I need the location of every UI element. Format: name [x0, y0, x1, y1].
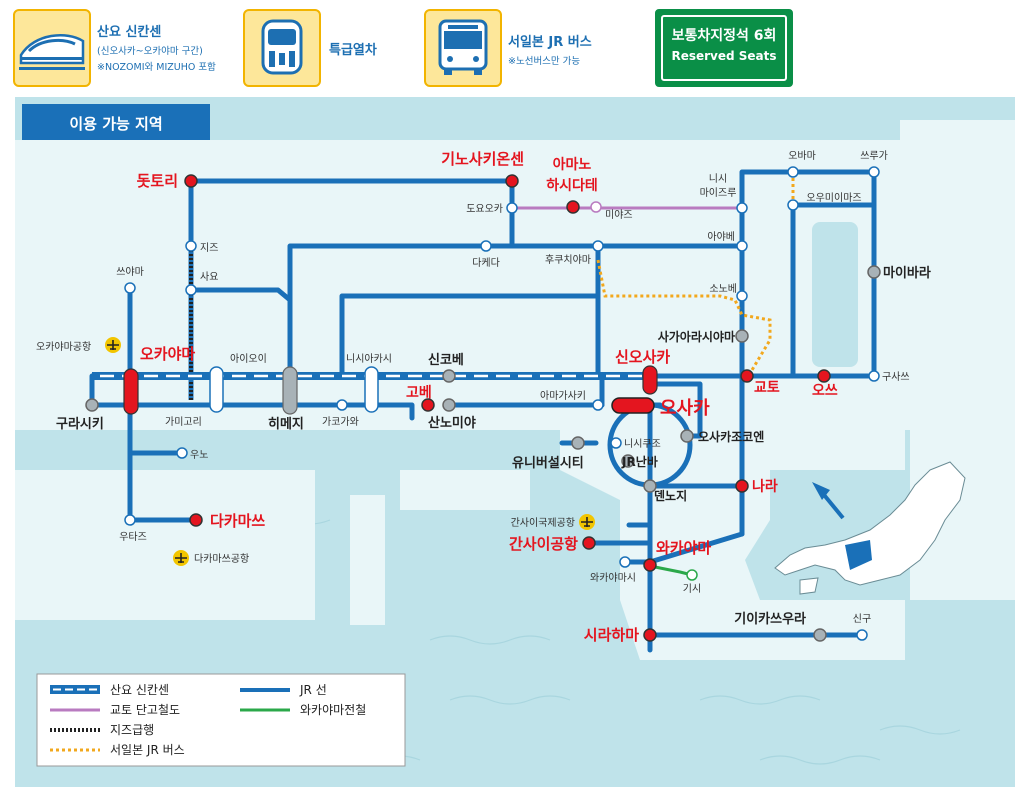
station-label-shirahama: 시라하마 [584, 626, 639, 644]
station-label-kurashiki: 구라시키 [56, 416, 104, 432]
legend-chizu: 지즈급행 [110, 722, 154, 737]
osaka-capsule [611, 397, 655, 414]
station-label-jrnamba: JR난바 [621, 454, 658, 469]
station-label-tennoji: 덴노지 [654, 488, 687, 503]
legend-wakayama: 와카야마전철 [300, 703, 366, 717]
station-label-osaka: 오사카 [660, 398, 710, 419]
legend-tango: 교토 단고철도 [110, 703, 180, 717]
station-label-shinkobe: 신코베 [428, 353, 464, 368]
okayama-capsule [123, 368, 139, 415]
bus-title: 서일본 JR 버스 [508, 35, 592, 50]
station-label-sannomiya: 산노미야 [428, 415, 476, 431]
station-label-kyoto: 교토 [754, 380, 780, 396]
station-label-tsuruga: 쓰루가 [860, 150, 888, 162]
station-label-kansai-airport-full: 간사이국제공항 [511, 517, 575, 529]
station-label-kinosaki: 기노사키온센 [441, 150, 524, 168]
station-label-shingu: 신구 [853, 613, 871, 625]
station-label-hashidate: 하시다테 [546, 177, 598, 194]
station-label-utazu: 우타즈 [119, 531, 147, 543]
station-label-saga: 사가아라시야마 [658, 329, 735, 344]
station-label-himeji: 히메지 [268, 416, 304, 432]
okayama-airport-icon [105, 337, 121, 353]
station-label-toyooka: 도요오카 [466, 203, 503, 215]
shinosaka-capsule [642, 365, 658, 395]
area-title: 이용 가능 지역 [69, 115, 162, 133]
station-label-okayama: 오카야마 [140, 345, 195, 363]
station-labels: 돗토리 기노사키온센 아마노 하시다테 오바마 쓰루가 니시 마이즈루 오우미이… [36, 150, 931, 644]
station-label-nishiakashi: 니시아카시 [346, 353, 392, 365]
bus-route-line [596, 259, 772, 371]
express-badge [243, 9, 321, 87]
shinkansen-title: 산요 신칸센 [97, 25, 162, 40]
aioi-capsule [209, 366, 224, 413]
station-label-wakayama: 와카야마 [656, 539, 711, 557]
station-label-takeda: 다케다 [472, 257, 500, 269]
station-label-chizu: 지즈 [200, 242, 218, 254]
station-label-kiikatsuura: 기이카쓰우라 [734, 611, 806, 627]
station-label-kakogawa: 가코가와 [322, 416, 359, 428]
land [15, 120, 1015, 660]
station-label-otsu: 오쓰 [812, 383, 838, 399]
station-label-shinosaka: 신오사카 [615, 348, 670, 366]
station-label-nara: 나라 [752, 479, 778, 495]
legend-shinkansen: 산요 신칸센 [110, 683, 169, 697]
bus-badge [424, 9, 502, 87]
station-label-tsuyama: 쓰야마 [116, 266, 144, 278]
takamatsu-airport-icon [173, 550, 189, 566]
bus-icon [438, 19, 488, 75]
station-label-kamigori: 가미고리 [165, 416, 202, 428]
station-label-uno: 우노 [190, 449, 208, 461]
station-label-usj: 유니버설시티 [512, 455, 584, 471]
station-label-kobe: 고베 [406, 385, 432, 401]
legend-swatch-shinkansen [50, 685, 100, 694]
station-label-miyazu: 미야즈 [605, 209, 633, 221]
station-label-maizuru: 마이즈루 [700, 187, 737, 199]
station-label-obama: 오바마 [788, 150, 816, 162]
reserved-seats-badge: 보통차지정석 6회 Reserved Seats [655, 9, 793, 87]
station-label-wakayamashi: 와카야마시 [590, 572, 636, 584]
express-title: 특급열차 [329, 43, 377, 58]
shinkansen-badge [13, 9, 91, 87]
station-label-amagasaki: 아마가사키 [540, 390, 586, 402]
station-label-kusatsu: 구사쓰 [882, 371, 910, 383]
station-label-takamatsu: 다카마쓰 [210, 512, 265, 530]
kansai-airport-icon [579, 514, 595, 530]
shinkansen-icon [19, 34, 85, 70]
station-label-oumimaizuru: 오우미이마즈 [806, 192, 861, 204]
station-label-kansai-airport: 간사이공항 [509, 535, 578, 553]
station-label-nishikujo: 니시쿠조 [624, 438, 661, 450]
legend-bus: 서일본 JR 버스 [110, 743, 185, 757]
lake-biwa [812, 222, 858, 367]
station-label-fukuchiyama: 후쿠치야마 [545, 254, 591, 266]
station-label-nishi: 니시 [709, 173, 727, 185]
station-label-ayabe: 아야베 [707, 231, 735, 243]
station-label-amano: 아마노 [553, 156, 592, 173]
legend: 산요 신칸센 교토 단고철도 지즈급행 서일본 JR 버스 JR 선 와카야마전… [36, 673, 406, 767]
station-label-maibara: 마이바라 [883, 265, 931, 281]
stations [85, 166, 881, 642]
station-label-aioi: 아이오이 [230, 353, 267, 365]
station-label-kishi: 기시 [683, 583, 701, 595]
header: 산요 신칸센 (신오사카~오카야마 구간) ※NOZOMI와 MIZUHO 포함… [0, 0, 1024, 95]
bus-sub1: ※노선버스만 가능 [508, 56, 581, 67]
reserved-seats-line2: Reserved Seats [671, 49, 777, 63]
station-label-sayo: 사요 [200, 271, 218, 283]
shinkansen-sub2: ※NOZOMI와 MIZUHO 포함 [97, 62, 216, 73]
station-label-osakajo: 오사카조코엔 [698, 429, 764, 444]
arrow-icon [812, 482, 830, 500]
japan-inset-map [774, 461, 966, 595]
nishiakashi-capsule [364, 366, 379, 413]
himeji-capsule [282, 366, 298, 415]
station-label-sonobe: 소노베 [709, 283, 737, 295]
shinkansen-sub1: (신오사카~오카야마 구간) [97, 46, 203, 57]
station-label-takamatsu-airport: 다카마쓰공항 [194, 553, 249, 565]
station-label-okayama-airport: 오카야마공항 [36, 341, 91, 353]
express-train-icon [261, 19, 303, 75]
legend-jr: JR 선 [299, 683, 327, 697]
station-label-tottori: 돗토리 [137, 172, 178, 190]
reserved-seats-line1: 보통차지정석 6회 [671, 28, 777, 44]
